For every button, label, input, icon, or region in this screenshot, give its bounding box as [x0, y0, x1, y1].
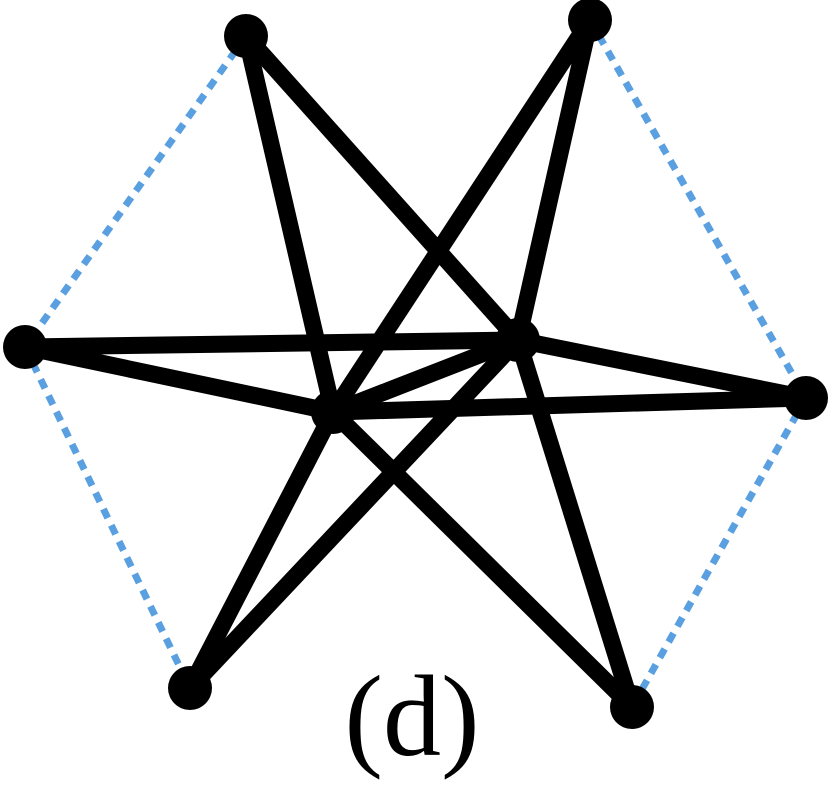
solid-edge-center-left-right	[324, 389, 815, 421]
solid-edge-center-right-bottom-right	[509, 331, 641, 716]
node-right	[784, 376, 828, 420]
solid-edge-center-right-bottom-left	[181, 331, 527, 697]
node-top-right	[568, 0, 612, 42]
solid-edge-top-right-center-right	[509, 11, 599, 349]
dotted-edges	[21, 18, 810, 709]
diagram-caption: (d)	[344, 653, 479, 781]
solid-edge-center-right-right	[509, 331, 815, 407]
node-center-left	[311, 390, 355, 434]
solid-edge-center-left-bottom-left	[181, 403, 342, 697]
solid-edges	[16, 11, 815, 716]
solid-edge-top-left-center-right	[237, 27, 527, 349]
solid-edge-center-left-center-right	[324, 331, 527, 421]
node-left	[3, 325, 47, 369]
dotted-edge-top-right-right	[586, 18, 810, 400]
dotted-edge-left-bottom-left	[21, 345, 194, 690]
node-bottom-right	[610, 685, 654, 729]
solid-edge-left-center-left	[16, 338, 342, 421]
solid-edge-center-left-bottom-right	[324, 403, 641, 716]
node-bottom-left	[168, 666, 212, 710]
dotted-edge-right-bottom-right	[628, 396, 810, 709]
dotted-edge-top-left-left	[22, 33, 249, 350]
node-top-left	[224, 14, 268, 58]
node-center-right	[496, 318, 540, 362]
nodes	[3, 0, 828, 729]
solid-edge-left-center-right	[16, 331, 527, 356]
